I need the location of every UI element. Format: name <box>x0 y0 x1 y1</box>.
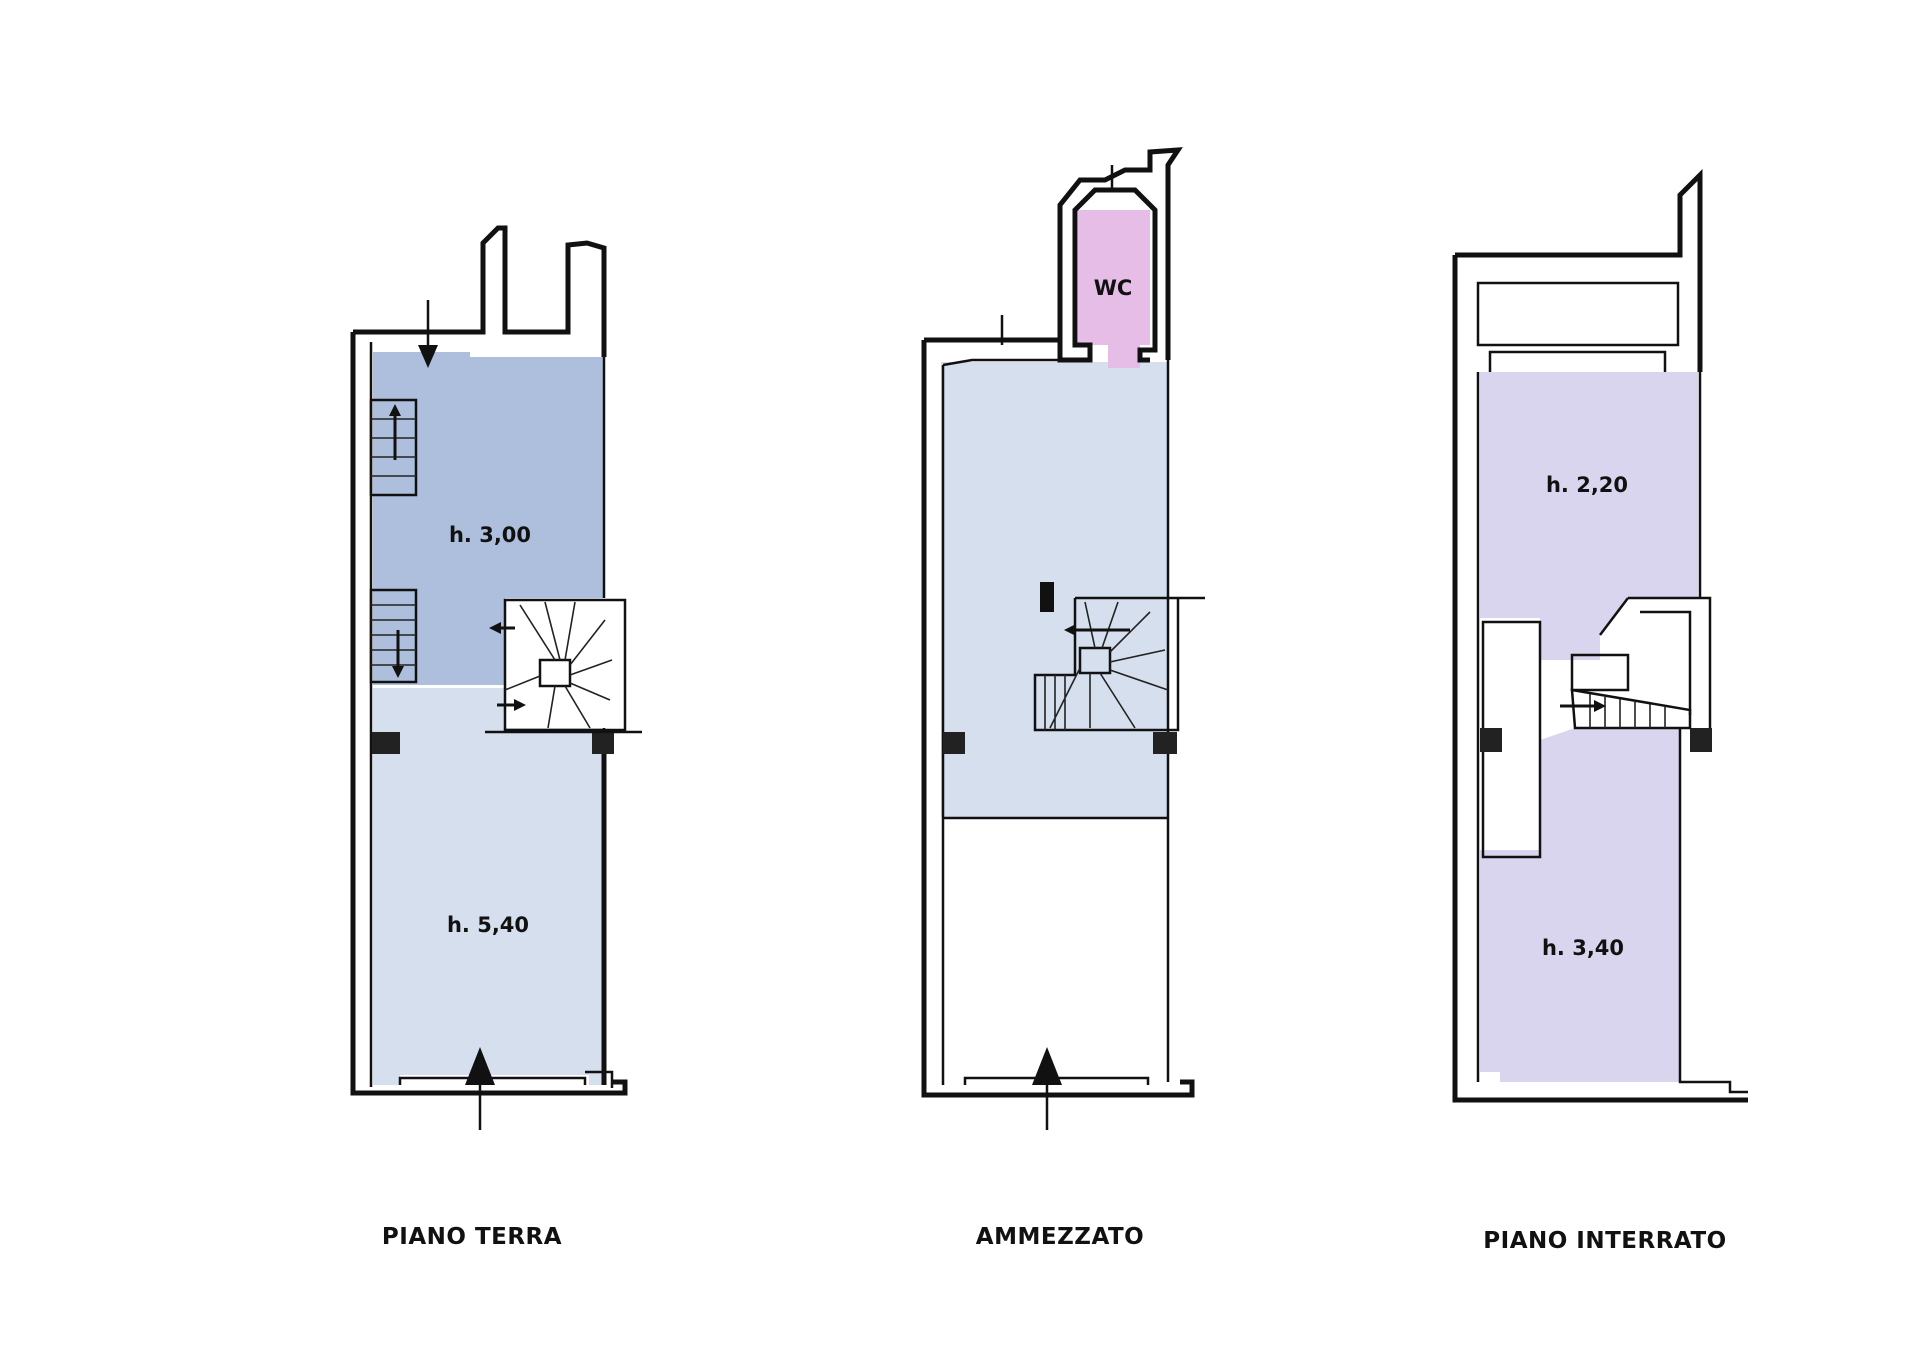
room-height-label: h. 5,40 <box>447 913 529 937</box>
stair-direction-arrow-icon <box>389 404 404 678</box>
basement-inner-bump <box>1599 596 1712 728</box>
stair-direction-arrow-icon <box>489 622 526 711</box>
basement-vent <box>1488 350 1667 372</box>
floor-title-piano-terra: PIANO TERRA <box>382 1224 562 1250</box>
entrance-arrow-icon <box>1032 1047 1062 1130</box>
basement-outer-wall <box>1455 168 1703 372</box>
mezzanine-upper-wall <box>1057 147 1183 360</box>
ground-pillar-left <box>372 732 400 754</box>
basement-left-wall <box>1452 255 1748 1103</box>
room-wc-fill <box>1078 210 1150 368</box>
spiral-staircase-icon <box>1033 596 1205 732</box>
mezzanine-left-wall <box>921 340 1195 1098</box>
basement-upper-room-walls <box>1476 281 1680 1082</box>
straight-staircase-icon <box>1570 653 1692 730</box>
mezzanine-post <box>1040 582 1054 612</box>
floor-plan-piano-terra: h. 3,00 h. 5,40 <box>350 225 642 1130</box>
ground-outer-wall <box>353 225 607 357</box>
ground-left-wall <box>350 332 628 1096</box>
floor-plan-ammezzato: WC <box>921 147 1205 1130</box>
room-basement-lower-fill <box>1480 728 1680 1082</box>
mezzanine-outer-wall <box>924 187 1158 363</box>
room-ground-upper-fill <box>373 352 603 685</box>
room-height-label: h. 2,20 <box>1546 473 1628 497</box>
room-ground-lower-fill <box>373 688 603 1085</box>
room-height-label: h. 3,40 <box>1542 936 1624 960</box>
mezzanine-pillar-right <box>1153 732 1177 754</box>
room-basement-upper-fill <box>1480 372 1698 660</box>
room-wc-label: WC <box>1094 276 1133 300</box>
floor-title-ammezzato: AMMEZZATO <box>976 1224 1144 1250</box>
entrance-arrow-icon <box>418 300 438 368</box>
basement-pillar-left <box>1480 728 1502 752</box>
floor-plan-piano-interrato: h. 2,20 h. 3,40 <box>1452 168 1748 1103</box>
entrance-arrow-icon <box>465 1047 495 1130</box>
mezzanine-top-inner <box>942 358 1060 367</box>
room-ground-upper-nook <box>373 365 481 399</box>
basement-pillar-right <box>1690 728 1712 752</box>
basement-right-wall <box>1678 372 1748 1094</box>
spiral-staircase-icon <box>503 598 627 732</box>
ground-pillar-right <box>592 732 614 754</box>
ground-entry-step <box>398 1070 614 1088</box>
room-height-label: h. 3,00 <box>449 523 531 547</box>
floor-title-piano-interrato: PIANO INTERRATO <box>1483 1228 1726 1254</box>
mezzanine-pillar-left <box>943 732 965 754</box>
